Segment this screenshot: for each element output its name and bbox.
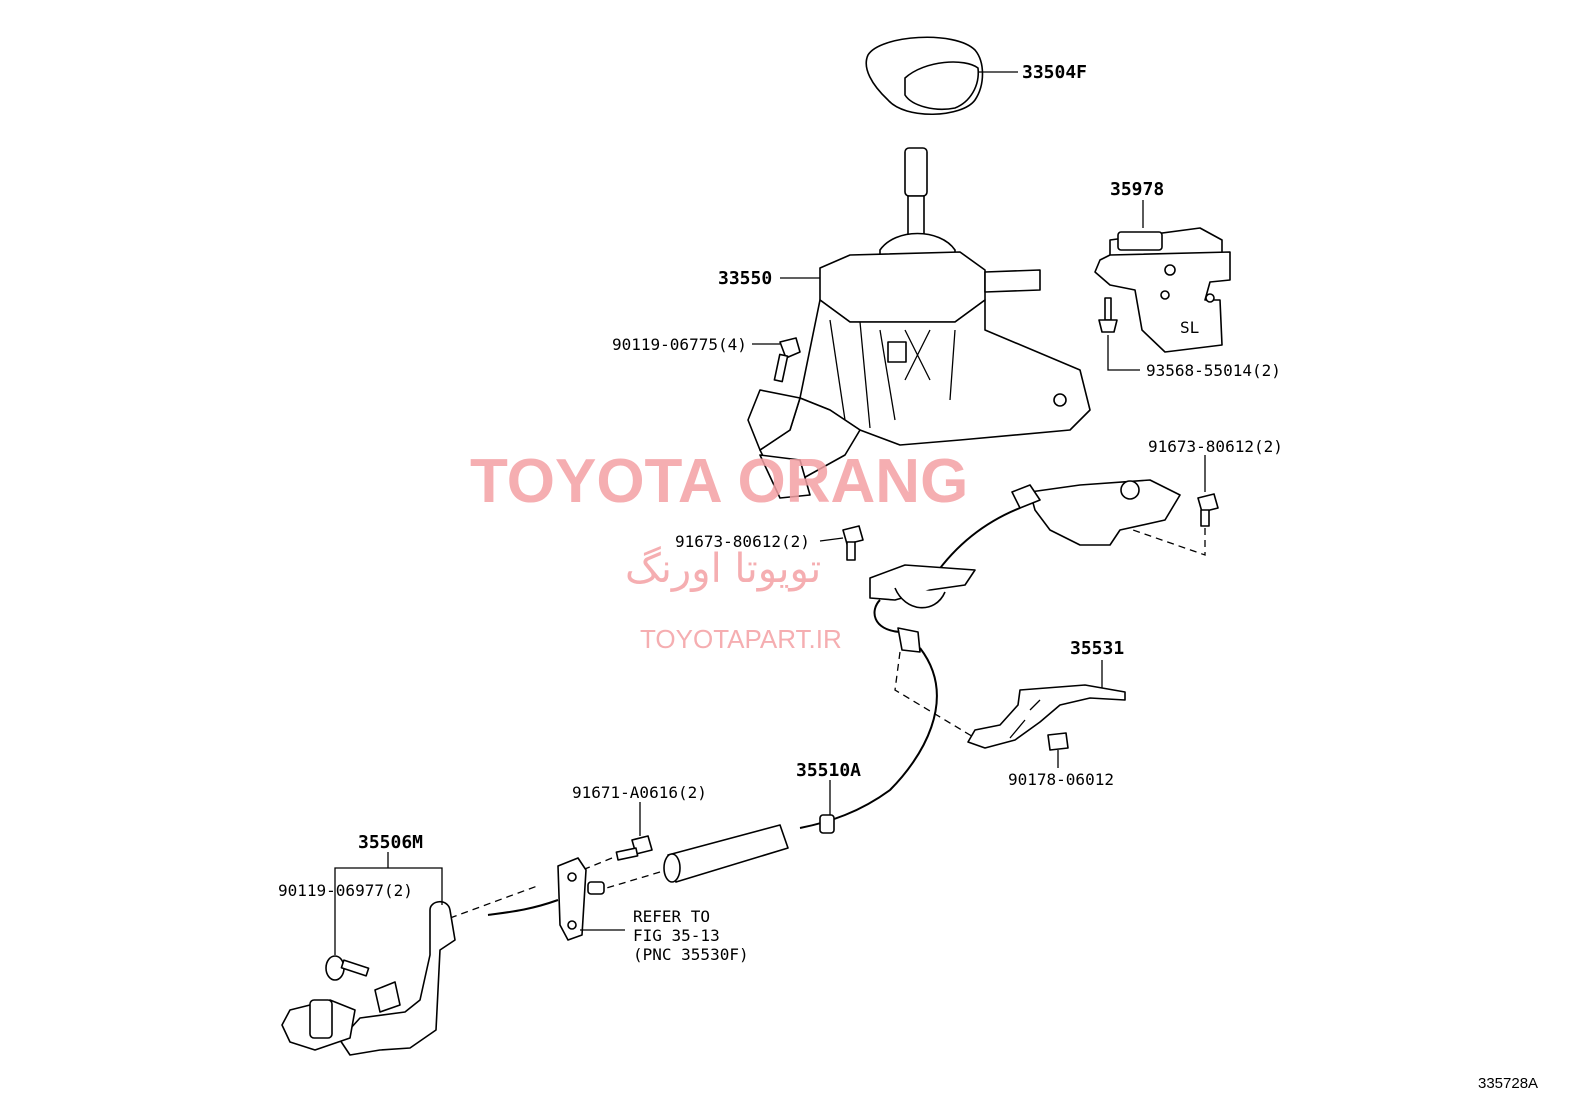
part-label-bracket: 35531 (1070, 638, 1124, 659)
bracket-bolt-drawing (325, 955, 370, 981)
part-label-cable-bolt: 91671-A0616(2) (572, 783, 707, 802)
shift-lock-unit-drawing: SL (1094, 227, 1231, 353)
cable-bracket-35506m-drawing (281, 900, 456, 1056)
watermark-site: TOYOTAPART.IR (640, 624, 842, 654)
part-label-bracket-bolt: 90119-06977(2) (278, 881, 413, 900)
figure-id: 335728A (1478, 1075, 1538, 1092)
refer-note-line2: FIG 35-13 (633, 926, 720, 945)
lever-bolt-drawing (773, 337, 801, 383)
control-cable-drawing (487, 599, 938, 916)
cable-bolt-drawing (615, 835, 653, 861)
cable-end-plate-drawing (557, 857, 605, 941)
part-label-lever-bolt: 90119-06775(4) (612, 335, 747, 354)
left-bolt-leader (819, 537, 844, 542)
right-bolt-drawing (1197, 493, 1219, 527)
part-label-knob: 33504F (1022, 62, 1087, 83)
lock-screw-leader (1107, 335, 1140, 371)
part-label-cable-bracket: 35506M (358, 832, 423, 853)
lock-screw-drawing (1098, 297, 1118, 333)
sl-marking: SL (1180, 318, 1199, 337)
cable-bracket-dash (894, 651, 976, 739)
part-label-lock-unit: 35978 (1110, 179, 1164, 200)
shift-knob-drawing (865, 36, 984, 115)
refer-note-line1: REFER TO (633, 907, 710, 926)
part-label-right-bolt: 91673-80612(2) (1148, 437, 1283, 456)
watermark-persian: تویوتا اورنگ (625, 546, 821, 592)
cable-bolt-dash-2 (599, 871, 661, 891)
part-label-lever: 33550 (718, 268, 772, 289)
right-bolt-dash (1109, 521, 1206, 556)
cable-bracket-dash (449, 884, 541, 919)
shift-lever-drawing (747, 147, 1091, 499)
part-label-cable: 35510A (796, 760, 861, 781)
refer-note-line3: (PNC 35530F) (633, 945, 749, 964)
bracket-35531-drawing (967, 684, 1126, 749)
left-bolt-drawing (842, 525, 864, 561)
part-label-nut: 90178-06012 (1008, 770, 1114, 789)
part-label-left-bolt: 91673-80612(2) (675, 532, 810, 551)
shifter-mechanism-drawing (869, 479, 1181, 609)
bracket-nut-drawing (1047, 732, 1069, 751)
watermark-main: TOYOTA ORANG (470, 447, 968, 516)
part-label-lock-screw: 93568-55014(2) (1146, 361, 1281, 380)
